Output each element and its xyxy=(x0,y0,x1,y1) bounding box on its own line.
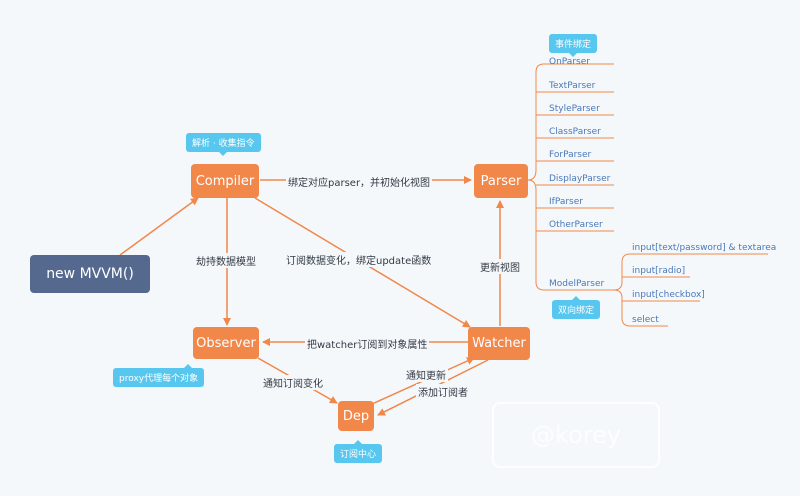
parser-leaf: OtherParser xyxy=(549,220,603,230)
parser-leaf: ForParser xyxy=(549,150,592,160)
edge-label-compiler-watcher: 订阅数据变化，绑定update函数 xyxy=(284,252,434,267)
dep-tag: 订阅中心 xyxy=(334,440,383,463)
edge-label-watcher-parser: 更新视图 xyxy=(478,259,522,274)
compiler-node: Compiler xyxy=(191,164,259,198)
parser-node: Parser xyxy=(474,164,528,198)
edge-label-dep-watcher: 通知更新 xyxy=(404,367,448,382)
parser-leaf: StyleParser xyxy=(549,104,600,114)
parser-events-tag: 事件绑定 xyxy=(549,34,598,57)
edge-label-watcher-observer: 把watcher订阅到对象属性 xyxy=(305,336,430,351)
model-input-leaf: input[text/password] & textarea xyxy=(632,243,777,253)
model-tag: 双向绑定 xyxy=(552,296,601,319)
edge-label-compiler-observer: 劫持数据模型 xyxy=(194,253,258,268)
edge-label-observer-dep: 通知订阅变化 xyxy=(261,375,325,390)
edge-label-compiler-parser: 绑定对应parser，并初始化视图 xyxy=(286,174,433,189)
parser-leaf: IfParser xyxy=(549,197,583,207)
model-input-leaf: input[checkbox] xyxy=(632,290,705,300)
new-mvvm-node: new MVVM() xyxy=(30,255,150,293)
parser-leaf: DisplayParser xyxy=(549,174,611,184)
observer-tag: proxy代理每个对象 xyxy=(113,364,205,387)
parser-leaf: OnParser xyxy=(549,57,590,67)
parser-leaf: ModelParser xyxy=(549,279,605,289)
dep-node: Dep xyxy=(338,401,374,431)
parser-tree xyxy=(527,63,768,327)
edge-label-watcher-dep: 添加订阅者 xyxy=(416,384,470,399)
observer-node: Observer xyxy=(193,327,259,359)
parser-leaf: TextParser xyxy=(549,81,596,91)
model-input-leaf: input[radio] xyxy=(632,266,686,276)
watcher-node: Watcher xyxy=(468,327,530,360)
watermark: @korey xyxy=(492,402,660,468)
compiler-tag: 解析 · 收集指令 xyxy=(186,133,261,156)
parser-leaf: ClassParser xyxy=(549,127,601,137)
edge-mvvm-compiler xyxy=(119,197,199,256)
model-input-leaf: select xyxy=(632,315,659,325)
